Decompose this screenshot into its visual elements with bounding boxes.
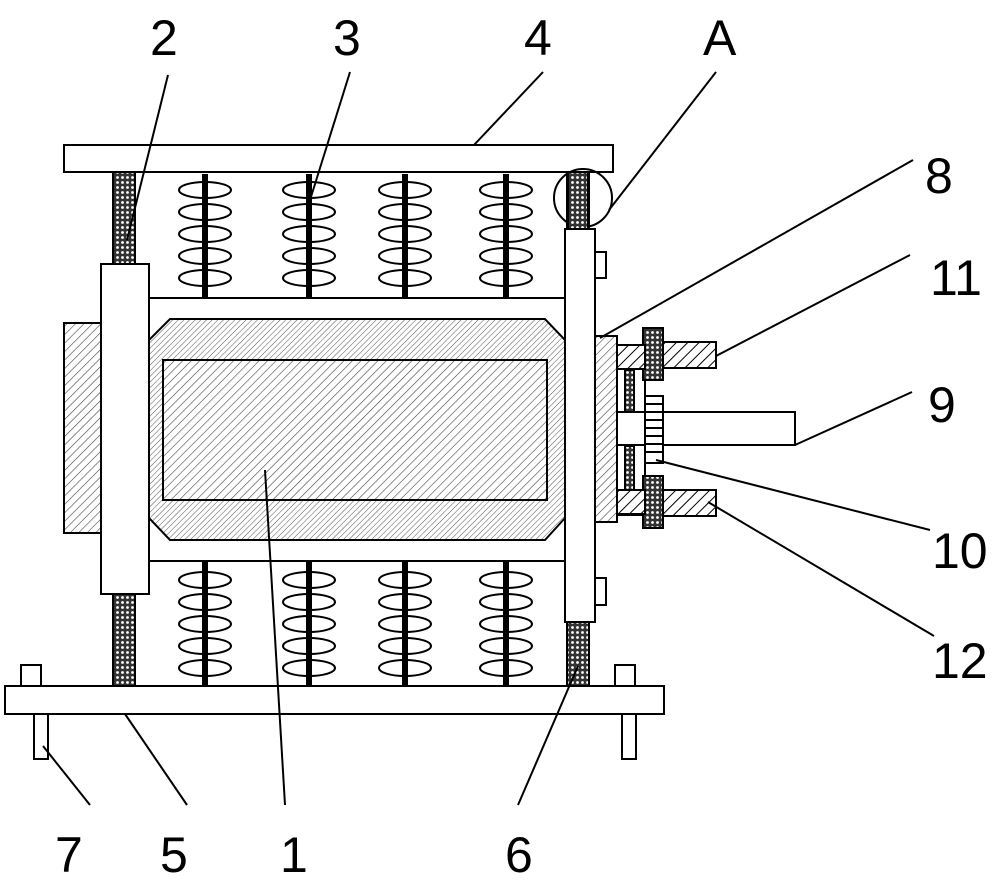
spring-top-1 bbox=[178, 174, 232, 298]
leader-3 bbox=[309, 71, 351, 201]
damping-rod-bottom-right bbox=[566, 621, 590, 687]
leader-5 bbox=[124, 713, 188, 806]
damping-rod-bottom-left bbox=[112, 593, 136, 687]
spring-bottom-3 bbox=[378, 562, 432, 686]
shaft-assembly bbox=[616, 327, 796, 529]
leader-6 bbox=[517, 665, 579, 806]
leader-4 bbox=[473, 71, 544, 146]
gear-teeth bbox=[645, 403, 663, 453]
springs-bottom bbox=[178, 562, 533, 686]
label-1: 1 bbox=[280, 827, 308, 883]
right-end-block bbox=[594, 335, 618, 523]
spring-bottom-2 bbox=[282, 562, 336, 686]
leader-9 bbox=[794, 391, 913, 446]
spring-bottom-1 bbox=[178, 562, 232, 686]
label-6: 6 bbox=[505, 827, 533, 883]
spring-top-3 bbox=[378, 174, 432, 298]
label-10: 10 bbox=[932, 523, 988, 579]
motor-core bbox=[162, 359, 548, 501]
label-7: 7 bbox=[55, 827, 83, 883]
label-8: 8 bbox=[925, 148, 953, 204]
label-11: 11 bbox=[930, 250, 982, 306]
lower-collar bbox=[616, 489, 646, 515]
spring-top-4 bbox=[479, 174, 533, 298]
shaft-9 bbox=[616, 411, 796, 446]
label-9: 9 bbox=[928, 377, 956, 433]
bearing-strip-left bbox=[624, 369, 635, 413]
label-4: 4 bbox=[524, 10, 552, 66]
leader-lines bbox=[42, 71, 935, 806]
label-3: 3 bbox=[333, 10, 361, 66]
base-plate bbox=[4, 685, 665, 715]
left-bracket bbox=[100, 263, 150, 595]
label-12: 12 bbox=[932, 633, 988, 689]
right-bracket-stud-bottom bbox=[594, 577, 607, 606]
leader-7 bbox=[42, 745, 91, 806]
leader-a bbox=[608, 71, 717, 211]
leader-10 bbox=[655, 459, 931, 531]
right-bracket-stud-top bbox=[594, 251, 607, 279]
bolt-right bbox=[614, 664, 637, 760]
leader-12 bbox=[707, 501, 935, 637]
right-bracket bbox=[564, 228, 596, 623]
upper-collar bbox=[616, 344, 646, 370]
label-5: 5 bbox=[160, 827, 188, 883]
leader-11 bbox=[715, 254, 911, 357]
top-plate bbox=[63, 144, 614, 173]
damping-rod-top-right-inner bbox=[567, 171, 589, 230]
left-end-block bbox=[63, 322, 102, 534]
leader-1 bbox=[264, 469, 286, 806]
springs-top bbox=[178, 174, 533, 298]
bearing-strip-left-lower bbox=[624, 445, 635, 491]
spring-top-2 bbox=[282, 174, 336, 298]
leader-2 bbox=[126, 74, 169, 241]
spring-bottom-4 bbox=[479, 562, 533, 686]
leader-8 bbox=[599, 159, 914, 339]
label-a: A bbox=[703, 10, 737, 66]
label-2: 2 bbox=[150, 10, 178, 66]
